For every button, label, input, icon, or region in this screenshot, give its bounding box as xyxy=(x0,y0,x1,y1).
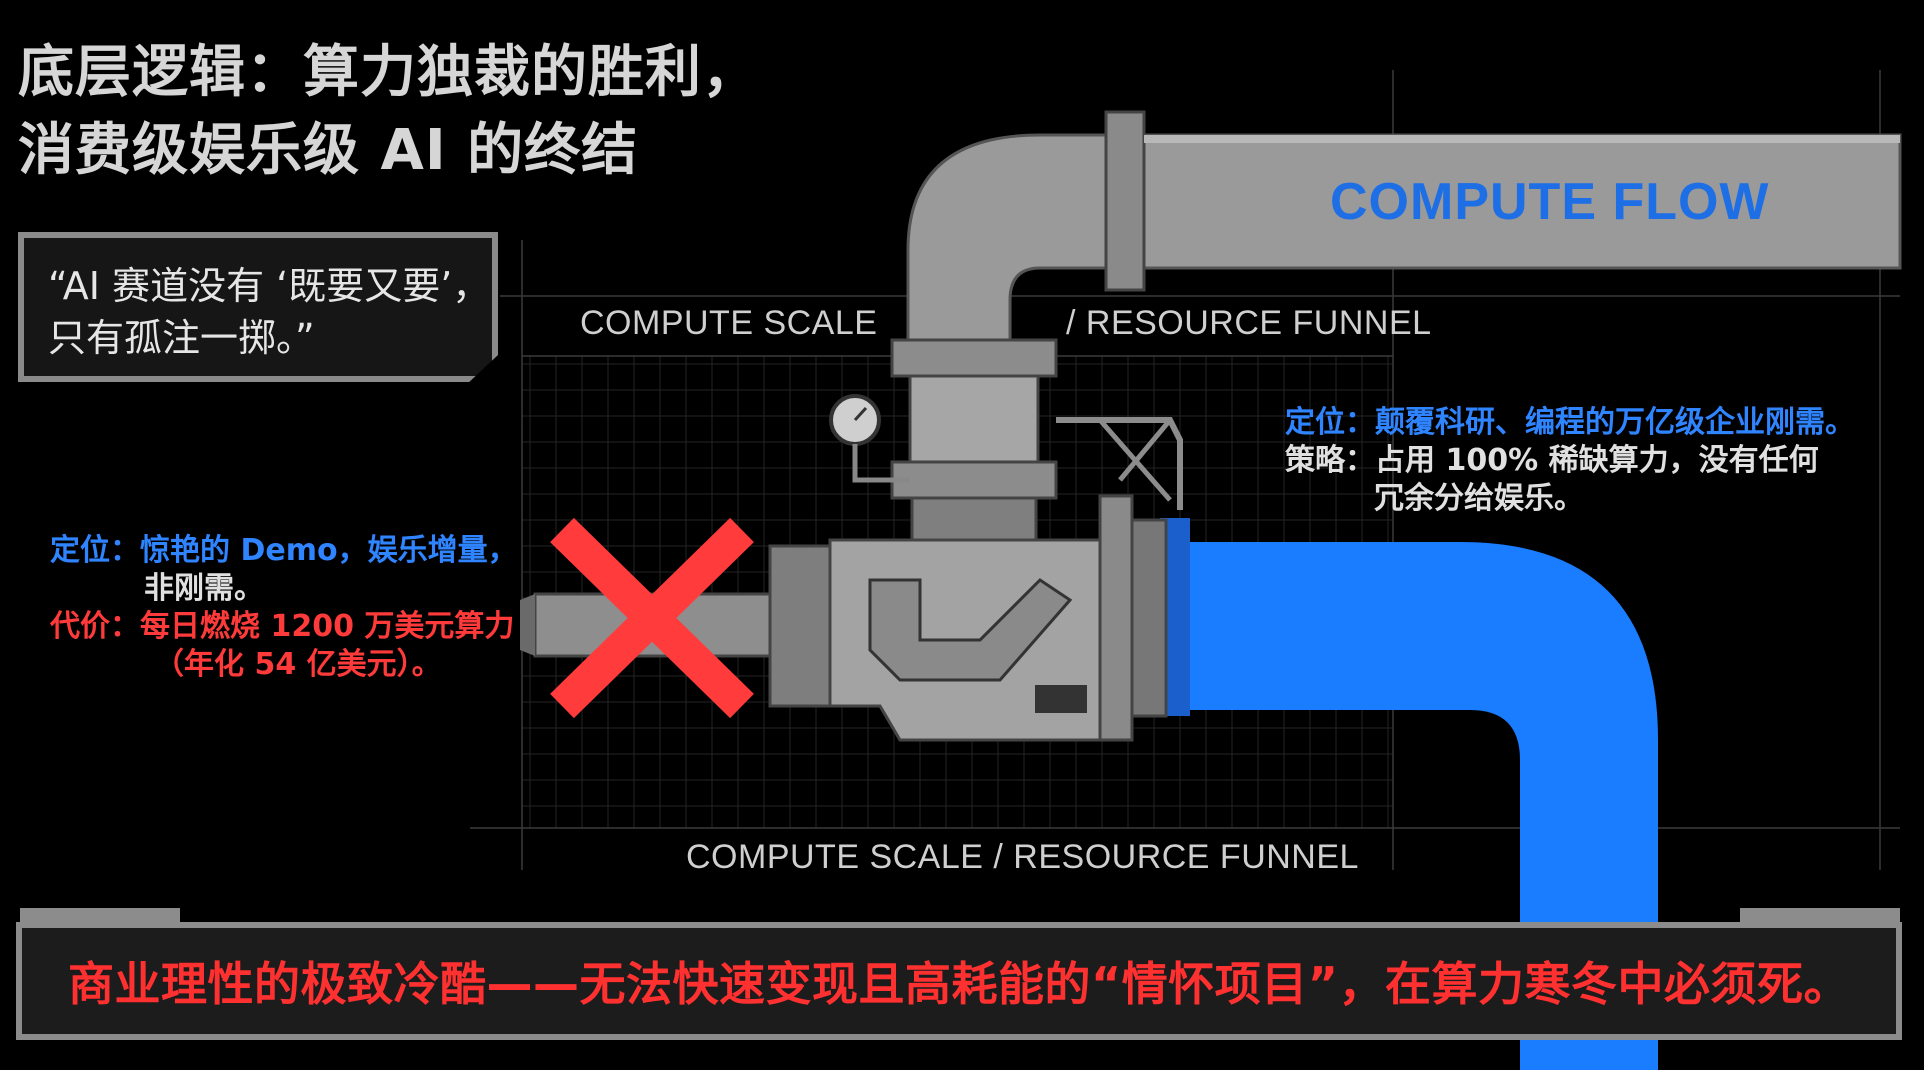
right-strategy-label: 策略： xyxy=(1285,443,1375,478)
scale-label-bottom: COMPUTE SCALE / RESOURCE FUNNEL xyxy=(686,838,1359,876)
cross-icon xyxy=(550,517,754,719)
banner-text: 商业理性的极致冷酷——无法快速变现且高耗能的“情怀项目”，在算力寒冬中必须死。 xyxy=(68,957,1850,1011)
left-position-text: 惊艳的 Demo，娱乐增量， xyxy=(140,533,518,568)
right-annotation: 定位：颠覆科研、编程的万亿级企业刚需。 策略：占用 100% 稀缺算力，没有任何… xyxy=(1285,404,1855,518)
left-cost-text: 每日燃烧 1200 万美元算力 xyxy=(140,609,515,644)
left-position-text-2: 非刚需。 xyxy=(144,571,264,606)
gray-top-pipe xyxy=(906,110,1902,342)
title-line-1: 底层逻辑：算力独裁的胜利， xyxy=(18,40,759,105)
scale-label-left: COMPUTE SCALE xyxy=(580,304,878,342)
banner-tab-left xyxy=(20,908,180,926)
left-cost-label: 代价： xyxy=(50,609,140,644)
scale-label-right: / RESOURCE FUNNEL xyxy=(1066,304,1432,342)
quote-line-1: “AI 赛道没有 ‘既要又要’， xyxy=(48,264,491,308)
conclusion-banner: 商业理性的极致冷酷——无法快速变现且高耗能的“情怀项目”，在算力寒冬中必须死。 xyxy=(16,922,1902,1040)
title-line-2: 消费级娱乐级 AI 的终结 xyxy=(18,118,639,183)
slide-title: 底层逻辑：算力独裁的胜利， 消费级娱乐级 AI 的终结 xyxy=(18,34,759,190)
quote-line-2: 只有孤注一掷。” xyxy=(48,316,315,360)
right-position-label: 定位： xyxy=(1285,405,1375,440)
right-position-text: 颠覆科研、编程的万亿级企业刚需。 xyxy=(1375,405,1855,440)
quote-box: “AI 赛道没有 ‘既要又要’， 只有孤注一掷。” xyxy=(18,232,498,382)
right-strategy-text: 占用 100% 稀缺算力，没有任何 xyxy=(1375,443,1819,478)
valve-assembly xyxy=(520,338,1183,742)
left-cost-text-2: （年化 54 亿美元）。 xyxy=(154,647,442,682)
compute-flow-label: COMPUTE FLOW xyxy=(1330,173,1770,231)
banner-tab-right xyxy=(1740,908,1900,926)
left-position-label: 定位： xyxy=(50,533,140,568)
left-annotation: 定位：惊艳的 Demo，娱乐增量， 非刚需。 代价：每日燃烧 1200 万美元算… xyxy=(50,532,518,684)
right-strategy-text-2: 冗余分给娱乐。 xyxy=(1374,481,1584,516)
